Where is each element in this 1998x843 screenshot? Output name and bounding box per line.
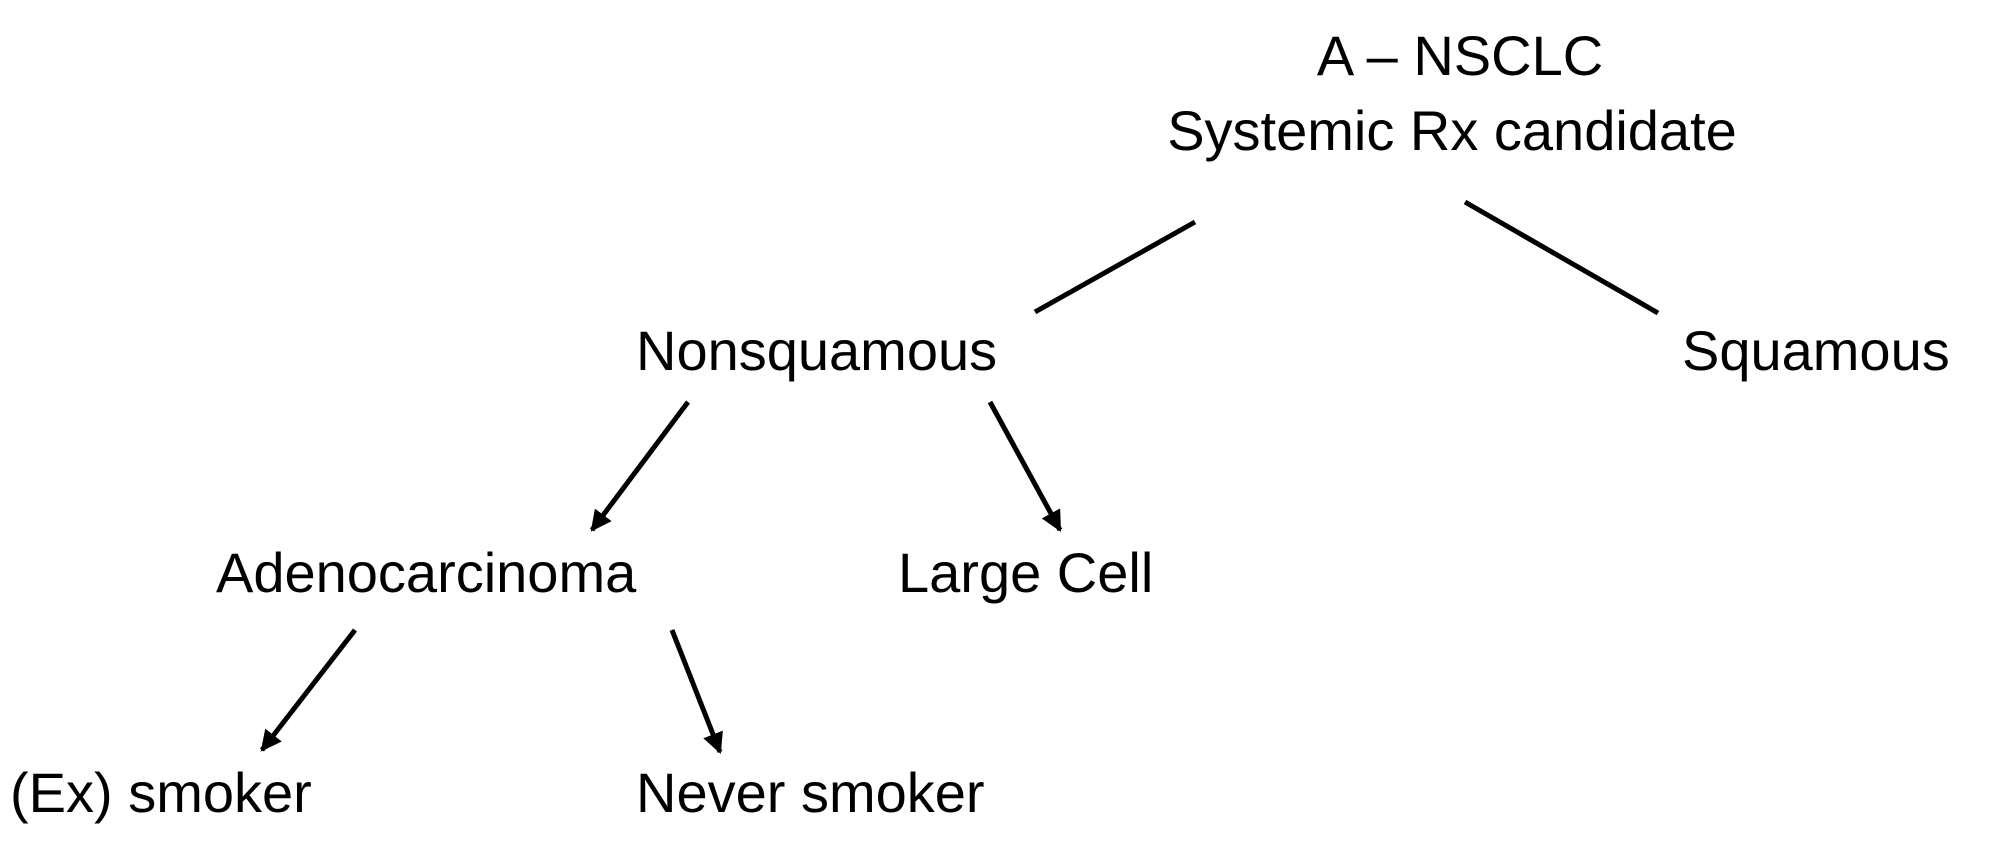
arrow-nonsquamous-to-large-cell bbox=[987, 400, 1063, 532]
connector-root-to-squamous bbox=[1463, 199, 1660, 316]
arrow-adenocarcinoma-to-ex-smoker bbox=[260, 628, 357, 752]
node-squamous: Squamous bbox=[1682, 319, 1950, 382]
arrow-nonsquamous-to-adenocarcinoma bbox=[590, 400, 690, 532]
node-nonsquamous: Nonsquamous bbox=[636, 319, 997, 382]
node-never-smoker: Never smoker bbox=[636, 761, 985, 824]
root-title: A – NSCLC bbox=[1317, 24, 1603, 87]
node-ex-smoker: (Ex) smoker bbox=[10, 761, 312, 824]
root-subtitle: Systemic Rx candidate bbox=[1167, 99, 1737, 162]
connector-root-to-nonsquamous bbox=[1033, 219, 1197, 315]
node-adenocarcinoma: Adenocarcinoma bbox=[216, 541, 637, 604]
arrow-adenocarcinoma-to-never-smoker bbox=[669, 629, 723, 754]
node-large-cell: Large Cell bbox=[898, 541, 1153, 604]
